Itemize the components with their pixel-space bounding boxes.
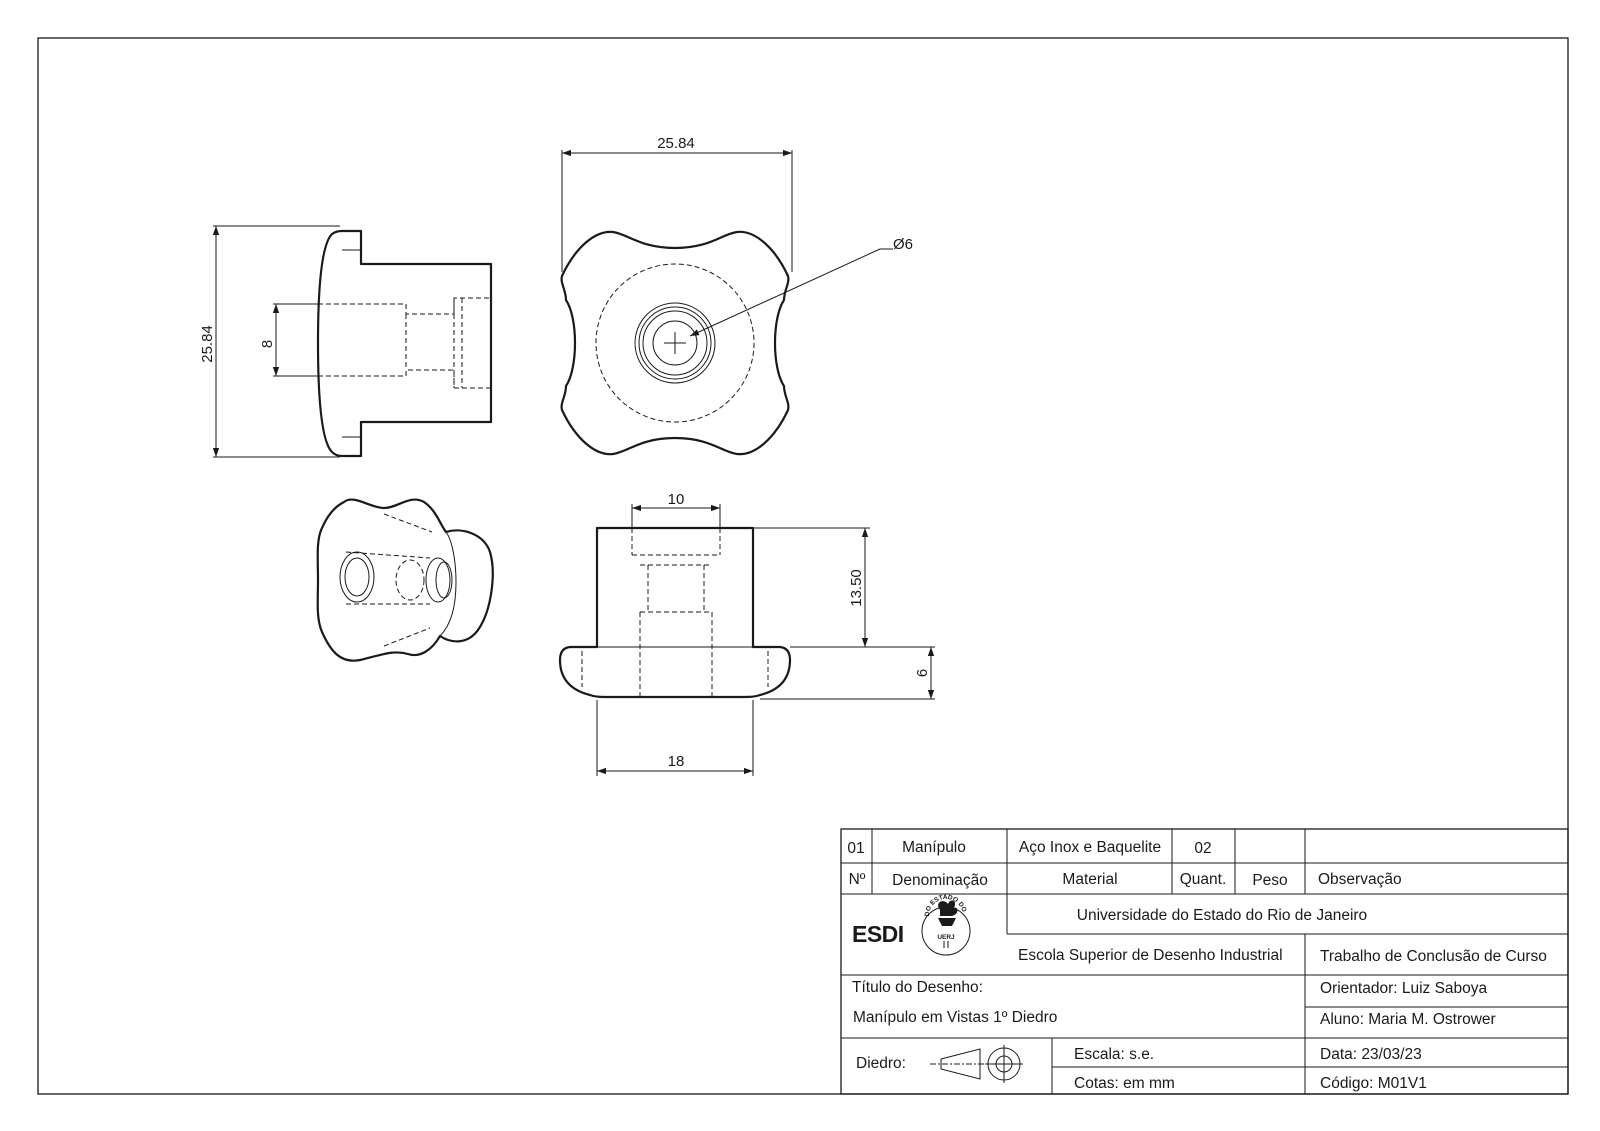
drawing-title-label: Título do Desenho: [852, 979, 983, 996]
date: Data: 23/03/23 [1320, 1046, 1422, 1063]
uerj-seal: UNIVERSIDADE DO ESTADO DO RIO DE JANEIRO… [0, 0, 971, 956]
sheet-border [37, 37, 1569, 1095]
esdi-logo: ESDI [852, 921, 904, 947]
item-number: 01 [847, 840, 864, 857]
first-angle-projection-icon [930, 1045, 1023, 1083]
title-block: 01 Manípulo Aço Inox e Baquelite 02 Nº D… [0, 0, 1569, 1095]
header-weight: Peso [1252, 872, 1287, 889]
item-material: Aço Inox e Baquelite [1019, 839, 1161, 856]
header-number: Nº [849, 871, 866, 888]
svg-text:UNIVERSIDADE DO ESTADO DO RIO: UNIVERSIDADE DO ESTADO DO RIO DE JANEIRO [0, 0, 968, 917]
side-view-left: 25.84 8 [199, 225, 493, 458]
front-view-knob: 25.84 Ø6 [560, 135, 913, 456]
dim-left-height: 25.84 [199, 325, 216, 363]
university-name: Universidade do Estado do Rio de Janeiro [1077, 907, 1367, 924]
dim-body-height: 13.50 [848, 569, 865, 607]
item-name: Manípulo [902, 839, 966, 856]
units: Cotas: em mm [1074, 1075, 1175, 1092]
dim-body-width: 18 [668, 753, 685, 770]
isometric-view [316, 498, 494, 662]
advisor: Orientador: Luiz Saboya [1320, 980, 1488, 997]
dim-top-width: 25.84 [657, 135, 695, 152]
item-quantity: 02 [1194, 840, 1211, 857]
dim-hole-diameter: Ø6 [893, 236, 913, 253]
dihedral-label: Diedro: [856, 1055, 906, 1072]
header-material: Material [1062, 871, 1117, 888]
dim-left-bore: 8 [259, 340, 276, 348]
dim-flange-height: 6 [914, 669, 931, 677]
drawing-title: Manípulo em Vistas 1º Diedro [853, 1009, 1057, 1026]
uerj-seal-abbr: UERJ [937, 934, 955, 941]
drawing-code: Código: M01V1 [1320, 1075, 1427, 1092]
header-quantity: Quant. [1180, 871, 1227, 888]
scale: Escala: s.e. [1074, 1046, 1154, 1063]
dim-bore-width: 10 [668, 491, 685, 508]
student: Aluno: Maria M. Ostrower [1320, 1011, 1496, 1028]
header-name: Denominação [892, 872, 988, 889]
bottom-section-view: 10 13.50 6 18 [558, 491, 935, 776]
course-name: Trabalho de Conclusão de Curso [1320, 948, 1547, 965]
header-note: Observação [1318, 871, 1402, 888]
school-name: Escola Superior de Desenho Industrial [1018, 947, 1283, 964]
